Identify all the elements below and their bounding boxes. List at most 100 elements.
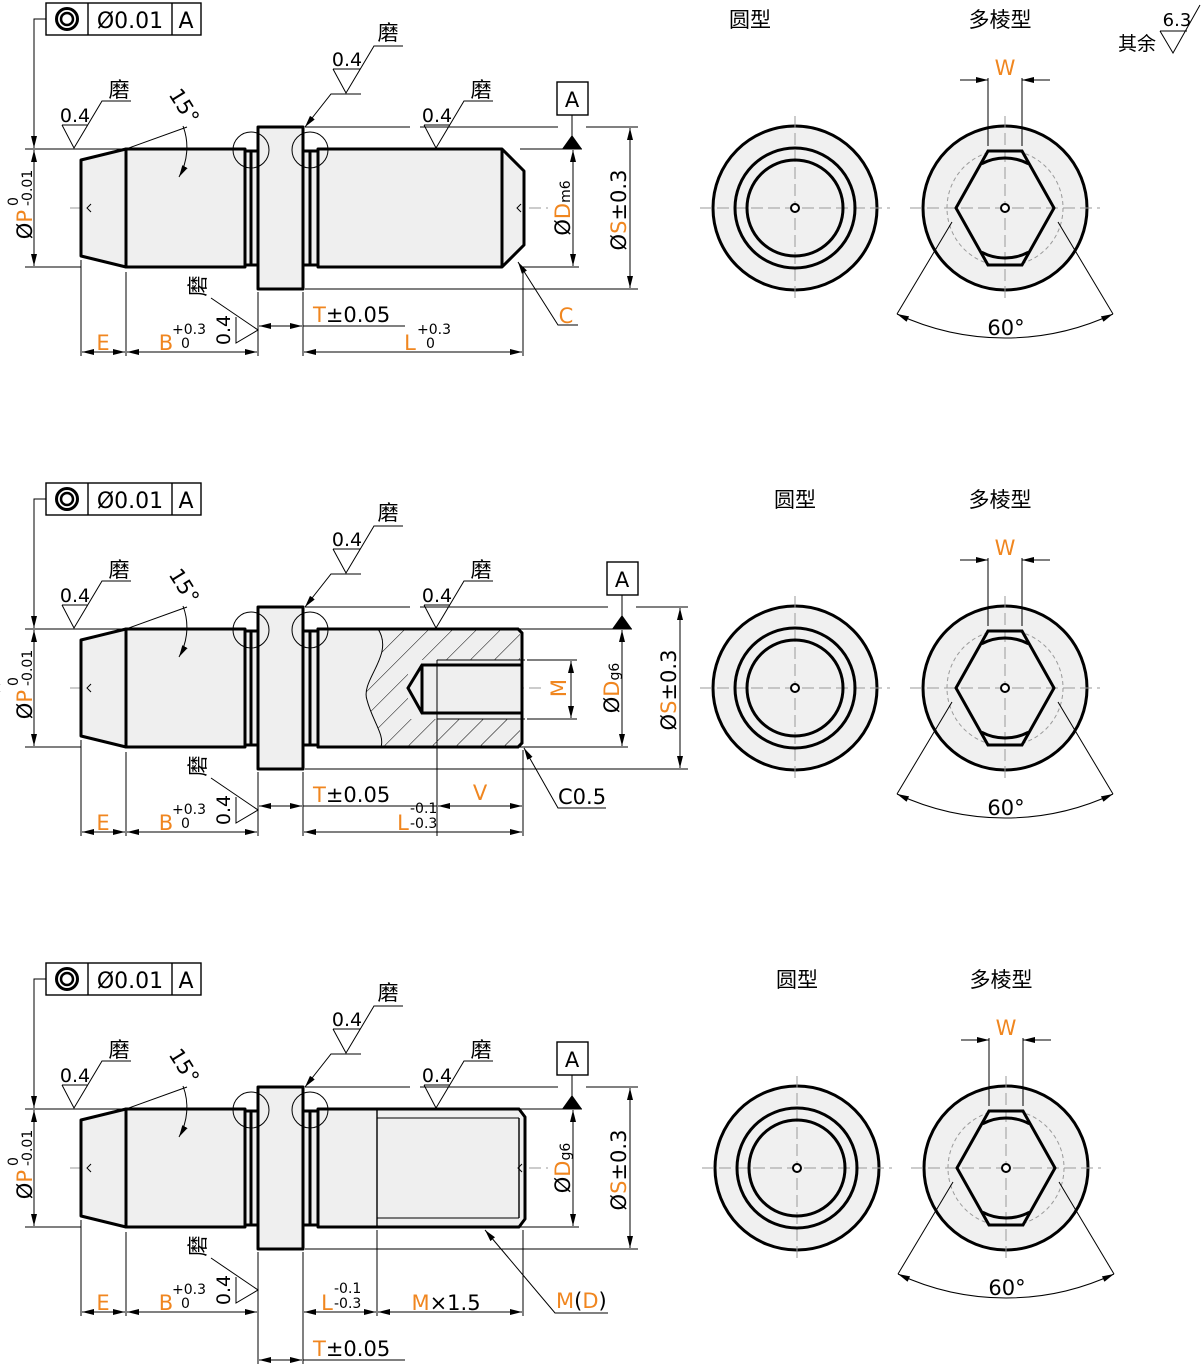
surface-finish-leader <box>304 573 361 608</box>
concentricity-icon-inner <box>59 11 75 27</box>
fit-class: m6 <box>558 180 574 203</box>
center-hole <box>790 203 800 213</box>
pilot-body <box>124 1107 247 1229</box>
s-label: ØS±0.3 <box>607 170 631 251</box>
p-lower-tol: -0.01 <box>20 650 36 686</box>
angle-arc <box>178 1085 188 1138</box>
hexagon-profile <box>954 629 1056 747</box>
end-views-1: 圆型多棱型W60° <box>700 8 1114 340</box>
inner-arcs <box>980 156 1030 260</box>
text: 6.3 <box>1163 10 1192 31</box>
hexagon-profile <box>955 1109 1057 1227</box>
round-end-view <box>700 116 890 300</box>
shaft-body <box>316 147 526 269</box>
p-label: ØP0-0.01 <box>6 1130 37 1199</box>
grind-note: 磨 <box>109 1038 130 1062</box>
datum-triangle-icon <box>562 1095 582 1109</box>
text: ±0.05 <box>326 1337 390 1361</box>
text: ×1.5 <box>430 1291 481 1315</box>
datum-triangle-icon <box>562 135 582 149</box>
thread-leader <box>484 1229 608 1314</box>
center-hole <box>790 683 800 693</box>
chamfer-label: C0.5 <box>558 785 606 809</box>
grind-note: 磨 <box>471 558 492 582</box>
concentricity-icon <box>55 487 79 511</box>
thread-label: M(D) <box>556 1289 607 1313</box>
fcf-datum: A <box>178 9 193 34</box>
e-label: E <box>96 811 109 835</box>
text: M <box>411 1291 429 1315</box>
hidden-circle <box>946 629 1064 747</box>
text: T <box>312 783 326 807</box>
text: -0.1 <box>410 801 437 817</box>
flange-circle <box>733 146 857 270</box>
detail-circle <box>291 611 329 649</box>
b-upper-tol: +0.3 <box>172 322 206 338</box>
s-letter: S <box>657 701 681 714</box>
datum-letter: A <box>615 568 630 592</box>
text: 其余 <box>1118 33 1156 55</box>
angle-arc <box>896 793 1114 819</box>
diameter-symbol: Ø <box>607 1194 631 1211</box>
surface-finish-shoulder: 0.4磨 <box>304 501 403 608</box>
text: A <box>178 9 193 34</box>
text: -0.3 <box>334 1296 361 1312</box>
flange <box>256 125 305 291</box>
concentricity-icon <box>55 967 79 991</box>
text: 0.4 <box>60 585 90 607</box>
detail-circle <box>291 1091 329 1129</box>
text: W <box>995 536 1016 560</box>
tolerance: ±0.3 <box>607 1130 631 1181</box>
feature-control-frame: Ø0.01 A <box>45 2 202 36</box>
t-label: T±0.05 <box>312 303 390 327</box>
l-lower-tol: -0.3 <box>334 1296 361 1312</box>
surface-finish-symbol <box>61 1060 131 1110</box>
detail-circle <box>232 131 270 169</box>
surface-finish-symbol <box>61 100 131 150</box>
angle-extension <box>1058 1181 1115 1275</box>
p-upper-tol: 0 <box>6 677 22 686</box>
b-lower-tol: 0 <box>181 1296 190 1312</box>
surface-finish-pilot: 0.4磨 <box>60 78 131 150</box>
s-letter: S <box>607 1181 631 1194</box>
b-label: B <box>159 811 173 835</box>
text: A <box>178 969 193 994</box>
t-label: T±0.05 <box>312 783 390 807</box>
polygon-end-view: W60° <box>897 1016 1115 1300</box>
text: 0 <box>6 677 22 686</box>
fcf-leader <box>31 18 46 148</box>
p-lower-tol: -0.01 <box>20 1130 36 1166</box>
inner-arcs <box>981 1116 1031 1220</box>
text: D <box>582 1289 598 1313</box>
surface-finish-symbol <box>210 777 259 824</box>
t-label: T±0.05 <box>312 1337 390 1361</box>
l-label: L <box>321 1291 333 1315</box>
fcf-datum: A <box>178 489 193 514</box>
pilot-body <box>124 147 247 269</box>
text: 0.4 <box>213 1275 235 1305</box>
text: ) <box>599 1289 607 1313</box>
datum-a: A <box>556 1041 589 1109</box>
text: V <box>473 781 488 805</box>
text: A <box>565 88 580 112</box>
hexagon-profile <box>954 149 1056 267</box>
grind-note: 磨 <box>109 78 130 102</box>
p-label: ØP0-0.01 <box>6 650 37 719</box>
thread-length-label: M×1.5 <box>411 1291 480 1315</box>
text: Ø0.01 <box>97 9 163 34</box>
shaft-circle <box>745 638 845 738</box>
surface-finish-leader <box>304 1053 361 1088</box>
p-lower-tol: -0.01 <box>20 170 36 206</box>
d-label: ØDg6 <box>551 1143 575 1194</box>
grind-note: 磨 <box>471 78 492 102</box>
text: T <box>312 303 326 327</box>
diameter-symbol: Ø <box>551 1177 575 1194</box>
taper-end <box>79 1107 128 1229</box>
text: 磨 <box>109 78 130 102</box>
concentricity-icon-inner <box>59 971 75 987</box>
text: 磨 <box>378 21 399 45</box>
roughness-value: 0.4 <box>332 49 362 71</box>
text: ±0.05 <box>326 303 390 327</box>
angle-extension <box>897 1181 954 1275</box>
round-type-title: 圆型 <box>729 8 771 32</box>
